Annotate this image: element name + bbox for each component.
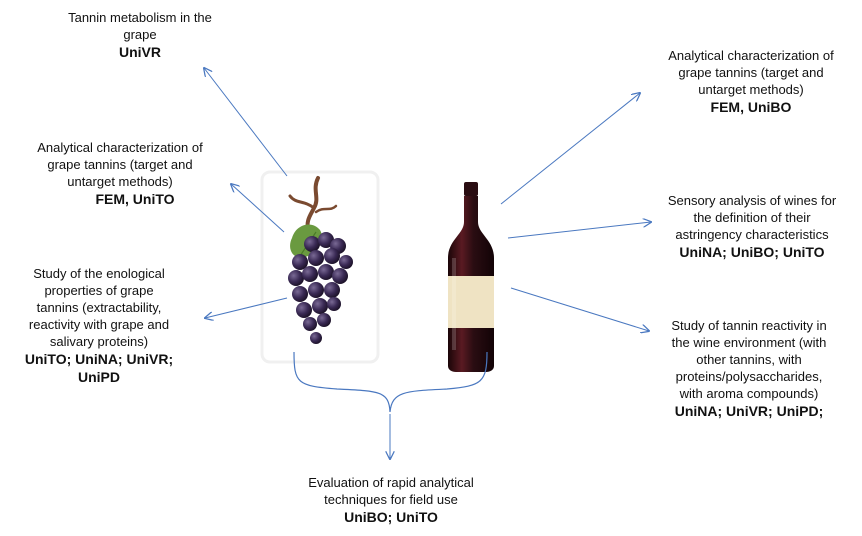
- grape-metabolism-text: Tannin metabolism in the grape: [68, 10, 212, 42]
- grape-analytical-partners: FEM, UniTO: [95, 191, 175, 207]
- grape-metabolism-partners: UniVR: [119, 44, 161, 60]
- text-wine-sensory: Sensory analysis of wines for the defini…: [646, 192, 858, 261]
- rapid-techniques-partners: UniBO; UniTO: [344, 509, 438, 525]
- text-grape-metabolism: Tannin metabolism in the grape UniVR: [60, 9, 220, 61]
- arrow-to-wine-analytical: [500, 93, 640, 205]
- brace-shape: [293, 351, 488, 413]
- text-rapid-techniques: Evaluation of rapid analytical technique…: [286, 474, 496, 526]
- text-grape-analytical: Analytical characterization of grape tan…: [14, 139, 226, 208]
- arrow-to-wine-sensory: [507, 222, 651, 239]
- arrow-to-grape-analytical: [231, 184, 285, 233]
- wine-sensory-partners: UniNA; UniBO; UniTO: [679, 244, 825, 260]
- text-wine-analytical: Analytical characterization of grape tan…: [646, 47, 856, 116]
- wine-reactivity-text: Study of tannin reactivity in the wine e…: [671, 318, 827, 401]
- wine-sensory-text: Sensory analysis of wines for the defini…: [667, 193, 837, 242]
- arrow-to-grape-enological: [205, 297, 288, 318]
- arrow-to-wine-reactivity: [510, 287, 649, 331]
- wine-analytical-text: Analytical characterization of grape tan…: [668, 48, 834, 97]
- grape-bunch-image: [288, 176, 353, 344]
- wine-reactivity-partners: UniNA; UniVR; UniPD;: [674, 403, 824, 419]
- grape-enological-partners: UniTO; UniNA; UniVR; UniPD: [24, 351, 174, 385]
- text-grape-enological: Study of the enological properties of gr…: [4, 265, 194, 386]
- wine-analytical-partners: FEM, UniBO: [710, 99, 792, 115]
- text-wine-reactivity: Study of tannin reactivity in the wine e…: [642, 317, 856, 420]
- wine-bottle-image: [448, 182, 494, 372]
- arrow-to-grape-metabolism: [204, 68, 288, 177]
- grape-photo-frame: [260, 170, 380, 364]
- rapid-techniques-text: Evaluation of rapid analytical technique…: [308, 475, 474, 507]
- grape-enological-text: Study of the enological properties of gr…: [28, 266, 170, 349]
- grape-analytical-text: Analytical characterization of grape tan…: [37, 140, 203, 189]
